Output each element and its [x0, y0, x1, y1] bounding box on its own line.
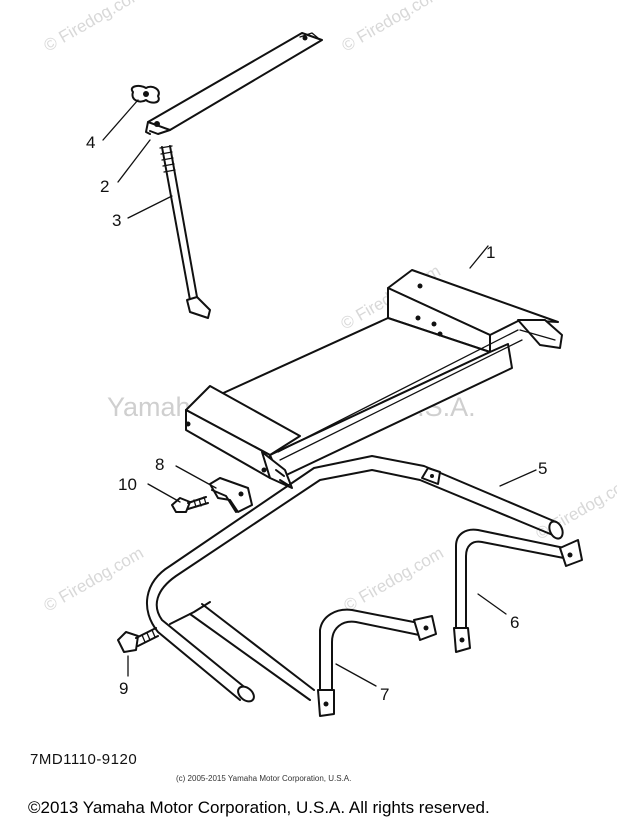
label-part-10: 10: [118, 475, 137, 494]
label-part-5: 5: [538, 459, 547, 478]
watermark-layer: © Firedog.com © Firedog.com © Firedog.co…: [41, 0, 617, 615]
label-part-9: 9: [119, 679, 128, 698]
part-9-bolt: [117, 627, 159, 653]
label-part-3: 3: [112, 211, 121, 230]
firedog-watermark: © Firedog.com: [339, 0, 445, 55]
label-part-2: 2: [100, 177, 109, 196]
footer-copyright: ©2013 Yamaha Motor Corporation, U.S.A. A…: [28, 798, 490, 817]
part-1-tray: [185, 269, 563, 489]
part-2-bar: [145, 32, 323, 135]
label-part-8: 8: [155, 455, 164, 474]
label-part-7: 7: [380, 685, 389, 704]
diagram-code: 7MD1110-9120: [30, 751, 137, 768]
firedog-watermark: © Firedog.com: [41, 543, 147, 615]
part-10-bolt: [171, 496, 209, 513]
firedog-watermark: © Firedog.com: [41, 0, 147, 55]
small-copyright: (c) 2005-2015 Yamaha Motor Corporation, …: [176, 774, 351, 783]
label-part-1: 1: [486, 243, 495, 262]
part-3-rod: [159, 145, 211, 319]
label-part-6: 6: [510, 613, 519, 632]
part-labels: 4 2 3 1 8 10 5 6 7 9: [86, 133, 547, 704]
part-6-bracket: [453, 528, 583, 653]
label-part-4: 4: [86, 133, 95, 152]
part-8-clamp: [209, 477, 253, 513]
firedog-watermark: © Firedog.com: [341, 543, 447, 615]
part-4-wing-nut: [130, 84, 160, 104]
part-7-bracket: [317, 608, 437, 717]
leader-lines: [102, 99, 537, 687]
part-5-frame: [145, 455, 564, 703]
